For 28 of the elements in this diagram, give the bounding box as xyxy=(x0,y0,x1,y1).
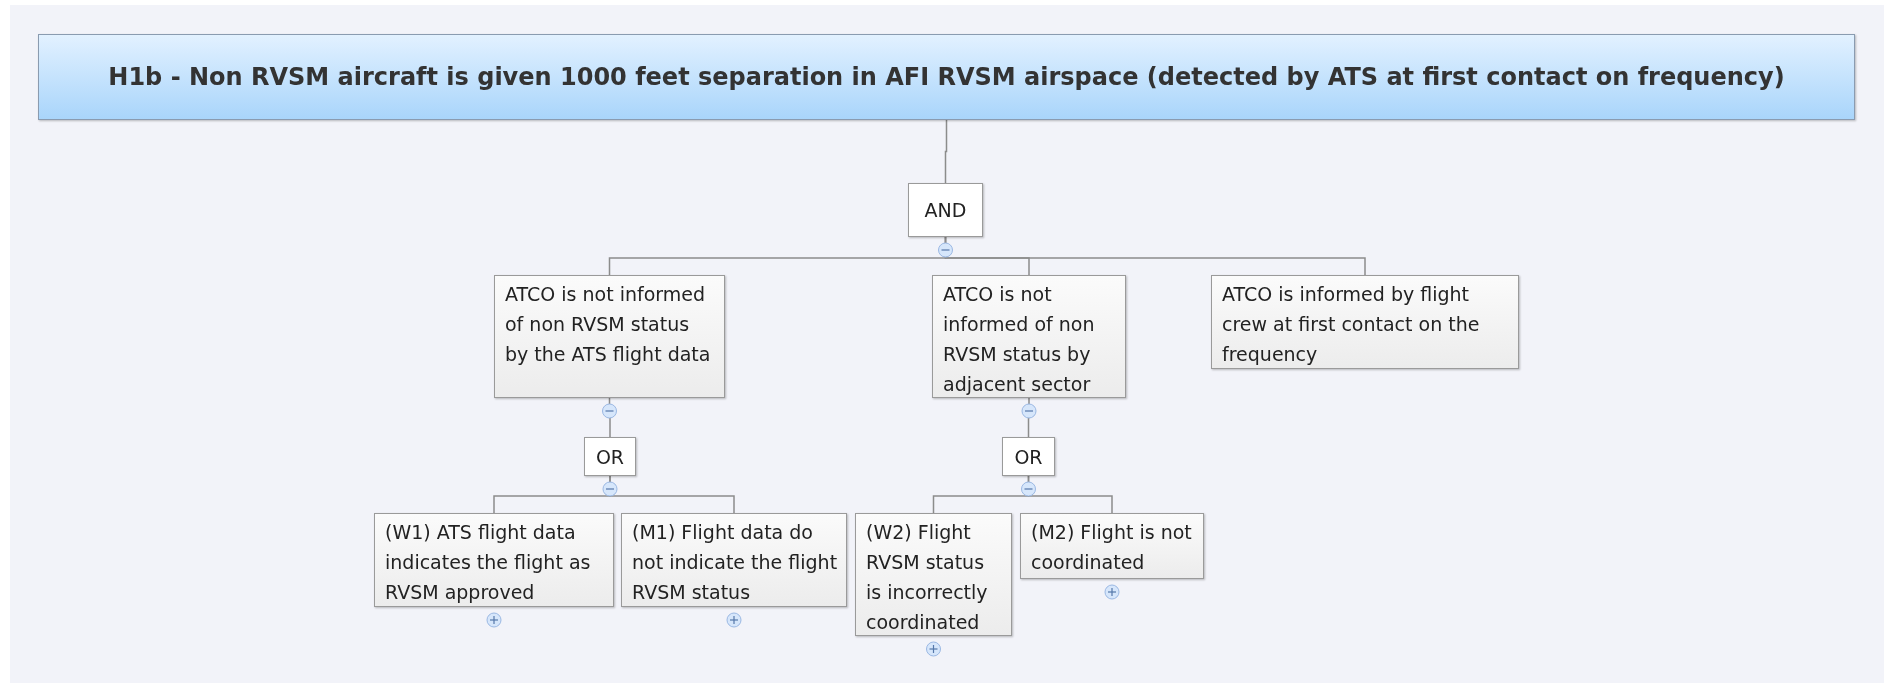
gate-label: OR xyxy=(1014,444,1043,470)
event-text: (M2) Flight is not coordinated xyxy=(1031,520,1193,575)
event-box xyxy=(932,275,1126,398)
event-text: ATCO is not informed of non RVSM status by adjacent sector xyxy=(943,282,1096,397)
event-box xyxy=(621,513,847,607)
event-text: (W2) Flight RVSM status is incorrectly coordinated xyxy=(866,520,989,635)
event-text: ATCO is not informed of non RVSM status by the ATS flight data xyxy=(505,282,712,367)
event-box xyxy=(855,513,1012,636)
event-box xyxy=(1211,275,1519,369)
gate-label: OR xyxy=(595,444,625,470)
title-text: H1b - Non RVSM aircraft is given 1000 feet separation in AFI RVSM airspace (detected by ATS at first contact on frequency) xyxy=(108,63,1785,91)
event-box xyxy=(1020,513,1204,579)
connector-line xyxy=(608,397,611,438)
connector-line xyxy=(1027,397,1030,438)
event-text: (M1) Flight data do not indicate the flight RVSM status xyxy=(632,520,839,605)
connector-line xyxy=(609,475,735,514)
logic-gate-box xyxy=(584,437,636,476)
logic-gate-box xyxy=(908,183,983,237)
event-box xyxy=(374,513,614,607)
top-event-box xyxy=(38,34,1855,120)
event-text: ATCO is informed by flight crew at first contact on the frequency xyxy=(1222,282,1481,367)
connector-line xyxy=(944,236,1366,276)
logic-gate-box xyxy=(1002,437,1055,476)
event-box xyxy=(494,275,725,398)
connector-line xyxy=(944,119,948,184)
connector-line xyxy=(1027,475,1113,514)
event-text: (W1) ATS flight data indicates the flight as RVSM approved xyxy=(385,520,592,605)
gate-label: AND xyxy=(924,198,967,223)
